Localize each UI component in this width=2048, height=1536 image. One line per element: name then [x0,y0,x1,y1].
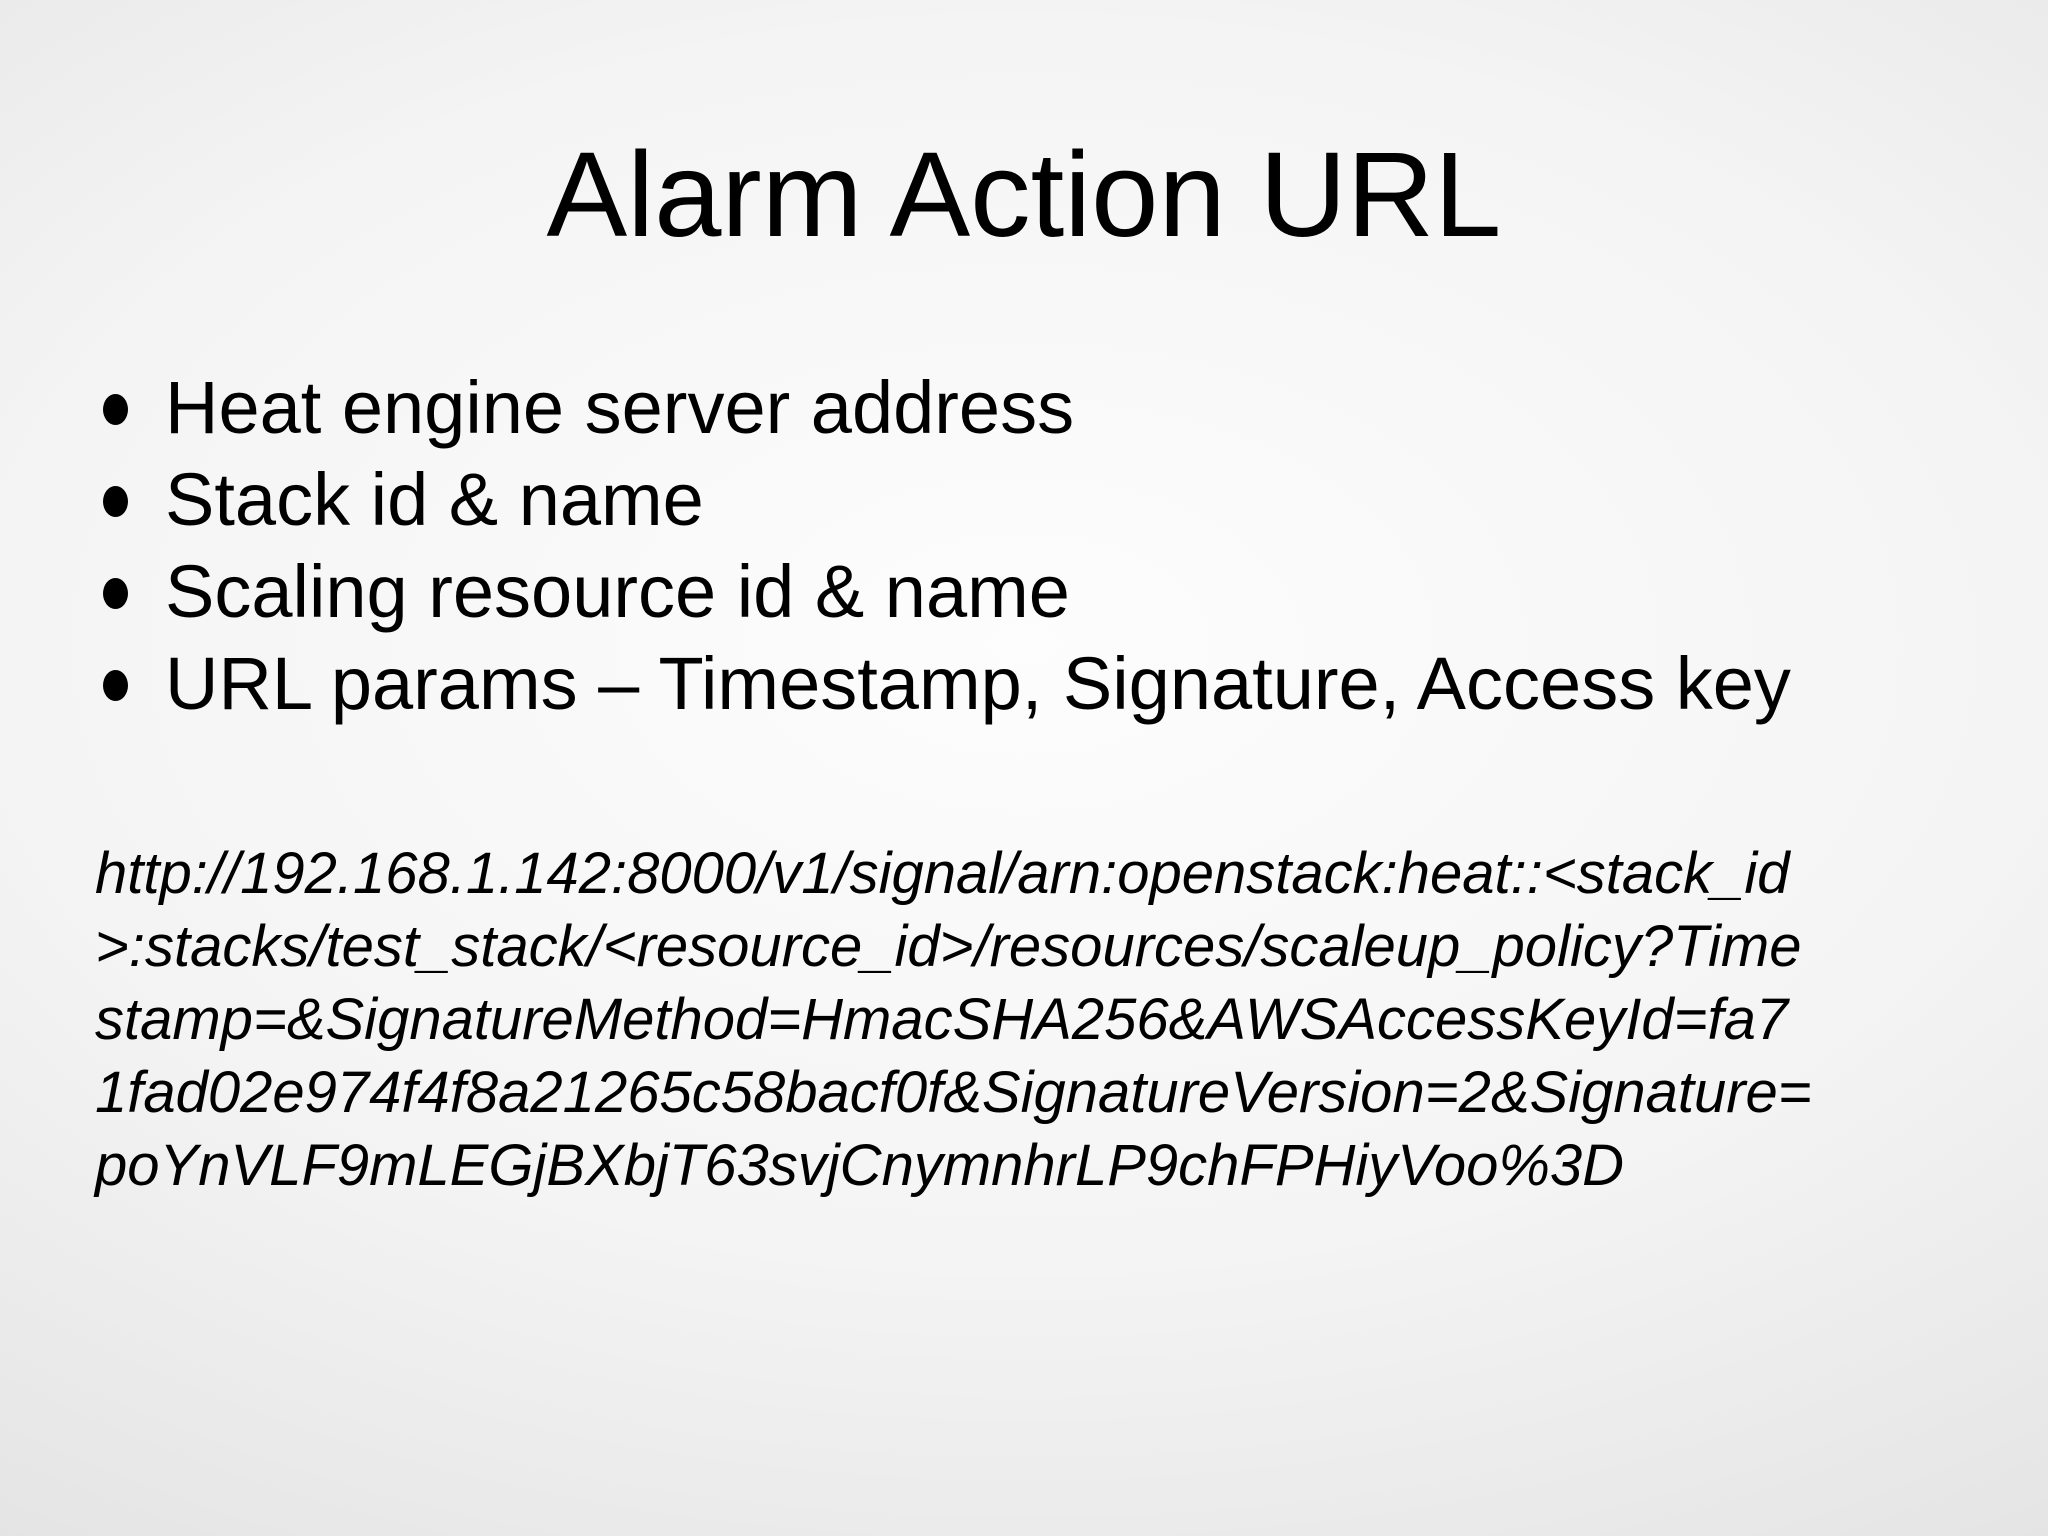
bullet-text-stack-id: Stack id & name [165,458,704,541]
list-item: Heat engine server address [103,362,1791,454]
bullet-text-url-params: URL params – Timestamp, Signature, Acces… [165,642,1791,725]
bullet-text-scaling-resource: Scaling resource id & name [165,550,1070,633]
list-item: Stack id & name [103,454,1791,546]
bullet-dot-icon [103,670,128,701]
url-line: http://192.168.1.142:8000/v1/signal/arn:… [95,841,1790,906]
url-line: >:stacks/test_stack/<resource_id>/resour… [95,914,1802,979]
slide-title: Alarm Action URL [546,126,1502,262]
url-line: 1fad02e974f4f8a21265c58bacf0f&SignatureV… [95,1060,1812,1125]
bullet-text-heat-engine: Heat engine server address [165,366,1075,449]
bullet-dot-icon [103,486,128,517]
bullet-dot-icon [103,394,128,425]
list-item: Scaling resource id & name [103,546,1791,638]
bullet-list: Heat engine server address Stack id & na… [103,362,1791,730]
bullet-dot-icon [103,578,128,609]
url-line: stamp=&SignatureMethod=HmacSHA256&AWSAcc… [95,987,1789,1052]
url-line: poYnVLF9mLEGjBXbjT63svjCnymnhrLP9chFPHiy… [95,1133,1625,1198]
alarm-action-url-text: http://192.168.1.142:8000/v1/signal/arn:… [95,837,1975,1202]
list-item: URL params – Timestamp, Signature, Acces… [103,638,1791,730]
